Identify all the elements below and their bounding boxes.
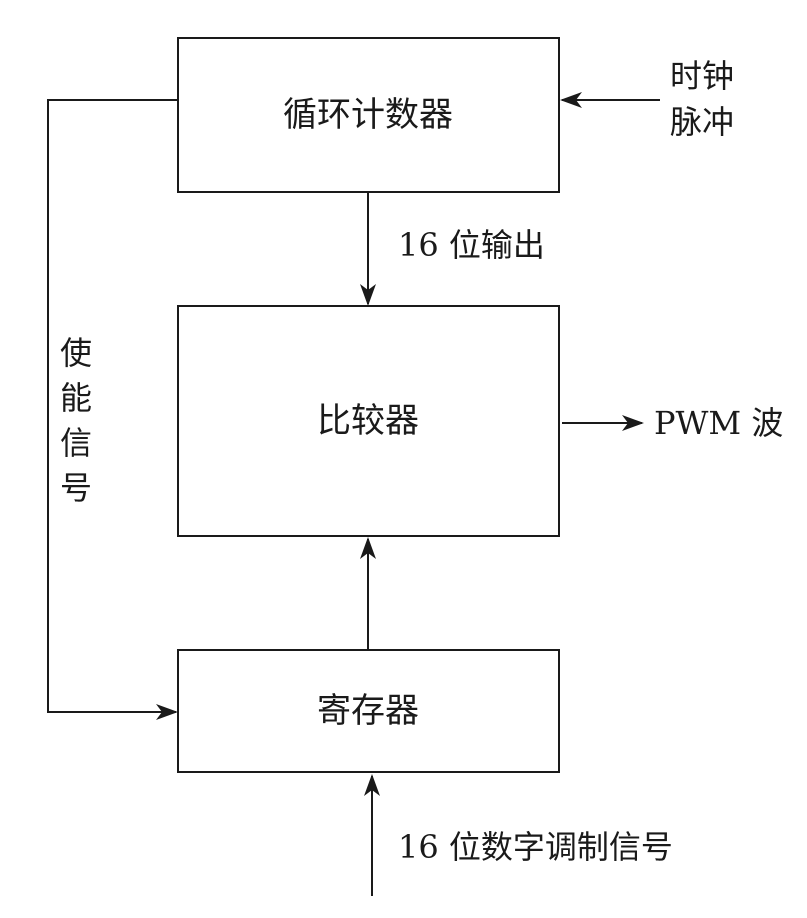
counter-label: 循环计数器 [283,95,453,135]
modulation-input-label: 16 位数字调制信号 [398,828,673,866]
enable-char-4: 号 [60,469,92,507]
enable-char-2: 能 [60,379,92,417]
register-block: 寄存器 [177,649,560,773]
enable-signal-label: 使 能 信 号 [60,334,92,507]
register-label: 寄存器 [317,691,419,731]
enable-signal-path [47,99,178,720]
comparator-label: 比较器 [317,401,419,441]
enable-char-3: 信 [60,424,92,462]
pwm-output-label: PWM 波 [654,404,783,442]
comparator-block: 比较器 [177,305,560,537]
clock-label-line1: 时钟 [670,57,734,95]
counter-block: 循环计数器 [177,37,560,193]
enable-char-1: 使 [60,334,92,372]
counter-output-label: 16 位输出 [398,226,545,264]
clock-label-line2: 脉冲 [670,103,734,141]
